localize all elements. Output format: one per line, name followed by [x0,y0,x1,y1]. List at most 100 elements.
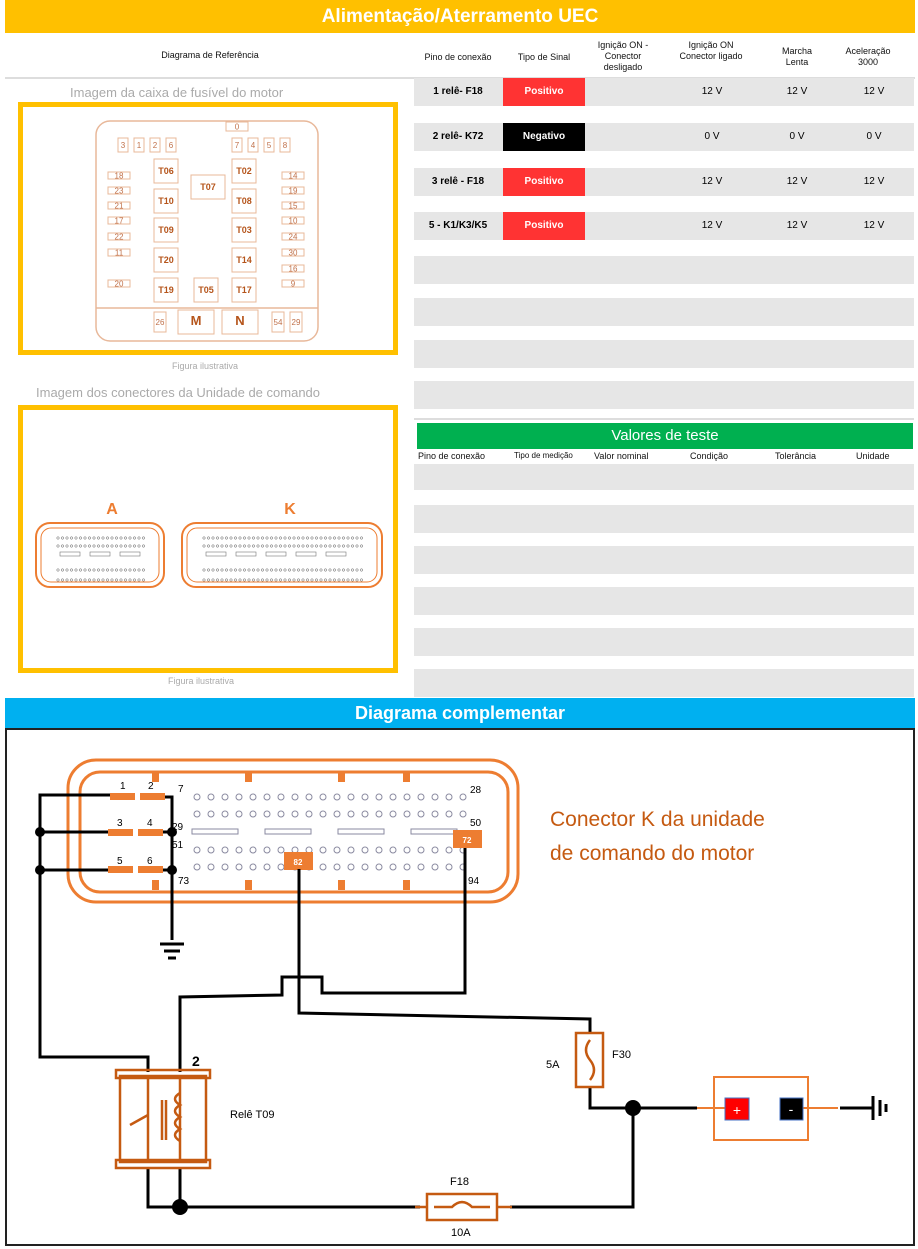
pin-number: 3 [117,818,123,829]
connector-description-2: de comando do motor [550,842,754,865]
fuse-slot [231,188,257,214]
connector-pin [235,863,243,871]
pin-number: 2 [148,781,154,792]
battery: + - [697,1076,838,1141]
connector-pin [361,846,369,854]
pin-number: 5 [117,856,123,867]
test-row [414,505,914,533]
connector-description-1: Conector K da unidade [550,808,765,831]
empty-row [414,340,914,368]
pin-number: 94 [468,876,480,887]
test-row [414,464,914,490]
fuse-label: 54 [274,318,283,327]
pin-cell: 2 relê- K72 [432,131,484,142]
pin-cell: 1 relê- F18 [433,86,483,97]
connector-pin [263,810,271,818]
connector-pin [207,810,215,818]
ign-off-cell [585,168,669,196]
fuse-f18 [415,1192,512,1222]
header-pin: Pino de conexão [424,52,492,62]
fuse-f18-amp: 10A [451,1227,471,1239]
figure-label: Figura ilustrativa [168,676,235,686]
fuse-slot [271,311,285,333]
test-col-type: Tipo de medição [514,451,573,460]
fuse-label: 3 [121,141,126,150]
header-ign-on: Ignição ON Conector ligado [679,40,743,61]
fuse-slot [153,247,179,273]
complementary-diagram-title: Diagrama complementar [5,698,915,728]
connector-pin [431,793,439,801]
fuse-slot [281,279,305,288]
signal-row: 3 relê - F18 Positivo 12 V 12 V 12 V [414,168,914,196]
connector-pin [221,810,229,818]
fuse-slot [231,137,243,153]
connector-pin [305,793,313,801]
fuse-label: 21 [115,202,124,211]
fuse-label: T02 [236,166,252,176]
connector-pin [319,810,327,818]
fuse-label: 10 [289,217,298,226]
connector-pin [361,863,369,871]
connector-pin [459,793,467,801]
connector-pin [277,793,285,801]
pin-number: 50 [470,818,482,829]
connector-pin [277,846,285,854]
fuse-label: 4 [251,141,256,150]
connector-pin [193,793,201,801]
ign-on-cell: 12 V [701,220,723,231]
test-values-title: Valores de teste [417,423,913,449]
terminal [108,829,133,836]
connector-pin [347,846,355,854]
battery-plus: + [733,1102,741,1118]
connector-pin [403,810,411,818]
idle-cell: 12 V [786,220,808,231]
header-reference: Diagrama de Referência [161,50,259,60]
signal-badge: Positivo [503,78,585,106]
fuse-label: T08 [236,196,252,206]
ign-off-cell [585,78,669,106]
relay-t09 [114,1068,212,1170]
connector-pin [417,793,425,801]
connector-pin [263,846,271,854]
relay-label: Relê T09 [230,1109,274,1121]
fuse-slot [133,137,145,153]
ign-off-cell [585,212,669,240]
battery-minus: - [789,1101,794,1117]
connector-pin [403,863,411,871]
fuse-label: 1 [137,141,142,150]
connector-pin [235,793,243,801]
connector-pin [431,863,439,871]
fuse-slot [107,248,131,257]
fuse-label: 7 [235,141,240,150]
terminal [138,829,163,836]
fuse-label: 29 [292,318,301,327]
connector-k [181,522,383,588]
fuse-label: 20 [115,280,124,289]
connector-pin [319,846,327,854]
fuse-label: 17 [115,217,124,226]
fuse-slot [281,186,305,195]
fuse-label: 8 [283,141,288,150]
fuse-slot [281,201,305,210]
fuse-slot [153,277,179,303]
test-row [414,587,914,615]
fuse-slot [153,188,179,214]
signal-row: 1 relê- F18 Positivo 12 V 12 V 12 V [414,78,914,106]
connector-pin [431,846,439,854]
connector-pin [291,810,299,818]
fuse-label: 11 [115,249,124,258]
fuse-slot [107,171,131,180]
fuse-label: 9 [291,280,296,289]
fuse-label: N [235,313,244,328]
pin-72-label: 72 [463,836,472,845]
fuse-label: T20 [158,255,174,265]
connector-pin [361,793,369,801]
connector-pin [319,863,327,871]
fuse-slot [165,137,177,153]
connector-pin [417,863,425,871]
fuse-label: 14 [289,172,298,181]
accel-cell: 0 V [866,131,882,142]
test-row [414,628,914,656]
